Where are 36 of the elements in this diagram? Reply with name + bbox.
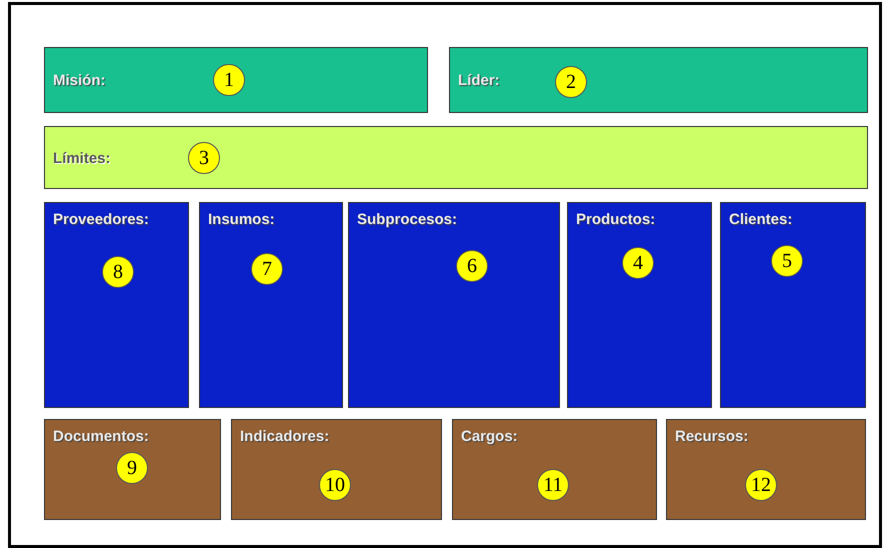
number-circle: 12: [745, 469, 777, 501]
section-box: [44, 126, 868, 189]
number-circle: 4: [622, 247, 654, 279]
box-heading: Misión:: [53, 72, 106, 89]
section-box: [567, 202, 712, 408]
number-circle: 6: [456, 250, 488, 282]
box-heading: Clientes:: [729, 211, 792, 228]
box-heading: Cargos:: [461, 428, 518, 445]
section-box: [452, 419, 657, 520]
box-heading: Proveedores:: [53, 211, 149, 228]
section-box: [44, 47, 428, 113]
box-heading: Productos:: [576, 211, 656, 228]
number-circle: 7: [251, 253, 283, 285]
box-heading: Líder:: [458, 72, 500, 89]
section-box: [348, 202, 560, 408]
section-box: [231, 419, 442, 520]
box-heading: Documentos:: [53, 428, 149, 445]
box-heading: Límites:: [53, 150, 111, 166]
box-heading: Recursos:: [675, 428, 748, 445]
section-box: [44, 419, 221, 520]
number-circle: 8: [102, 256, 134, 288]
number-circle: 3: [188, 142, 220, 174]
section-box: [199, 202, 343, 408]
box-heading: Subprocesos:: [357, 211, 458, 228]
box-heading: Insumos:: [208, 211, 275, 228]
number-circle: 10: [319, 469, 351, 501]
section-box: [666, 419, 866, 520]
number-circle: 11: [537, 469, 569, 501]
section-box: [44, 202, 189, 408]
section-box: [449, 47, 868, 113]
number-circle: 9: [116, 452, 148, 484]
section-box: [720, 202, 866, 408]
box-heading: Indicadores:: [240, 428, 330, 445]
number-circle: 5: [771, 245, 803, 277]
number-circle: 1: [213, 64, 245, 96]
number-circle: 2: [555, 66, 587, 98]
